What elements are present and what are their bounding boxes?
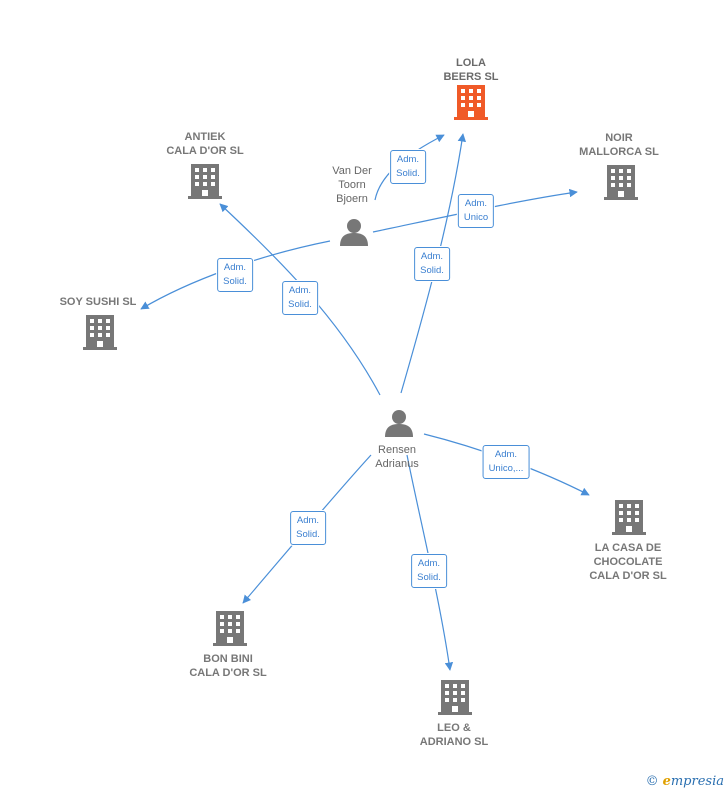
building-icon-leo[interactable] xyxy=(438,680,472,715)
edge-label-rensen-to-antiek[interactable]: Adm. Solid. xyxy=(282,281,318,315)
edge-label-vandertoorn-to-lola[interactable]: Adm. Solid. xyxy=(390,150,426,184)
node-label-leo[interactable]: LEO & ADRIANO SL xyxy=(419,722,489,748)
brand-name: mpresia xyxy=(670,774,724,789)
building-icon-soy[interactable] xyxy=(83,315,117,350)
node-label-lola[interactable]: LOLA BEERS SL xyxy=(443,57,499,83)
node-label-chocolate[interactable]: LA CASA DE CHOCOLATE CALA D'OR SL xyxy=(589,542,667,582)
building-icon-lola[interactable] xyxy=(454,85,488,120)
empresia-brand[interactable]: ©empresia xyxy=(646,774,724,789)
node-label-vandertoorn[interactable]: Van Der Toorn Bjoern xyxy=(332,165,372,205)
edge-label-rensen-to-leo[interactable]: Adm. Solid. xyxy=(411,554,447,588)
building-icon-bonbini[interactable] xyxy=(213,611,247,646)
node-label-noir[interactable]: NOIR MALLORCA SL xyxy=(579,132,659,158)
node-label-antiek[interactable]: ANTIEK CALA D'OR SL xyxy=(166,131,244,157)
edge-label-rensen-to-lola[interactable]: Adm. Solid. xyxy=(414,247,450,281)
building-icon-chocolate[interactable] xyxy=(612,500,646,535)
copyright-symbol: © xyxy=(645,774,659,789)
edge-label-rensen-to-bonbini[interactable]: Adm. Solid. xyxy=(290,511,326,545)
edge-label-rensen-to-chocolate[interactable]: Adm. Unico,... xyxy=(482,445,530,479)
edge-label-vandertoorn-to-noir[interactable]: Adm. Unico xyxy=(457,194,495,228)
node-label-soy[interactable]: SOY SUSHI SL xyxy=(59,296,137,308)
node-label-rensen[interactable]: Rensen Adrianus xyxy=(375,444,419,470)
building-icon-antiek[interactable] xyxy=(188,164,222,199)
brand-initial: e xyxy=(662,774,671,789)
person-icon-rensen[interactable] xyxy=(385,410,413,437)
node-label-bonbini[interactable]: BON BINI CALA D'OR SL xyxy=(189,653,267,679)
person-icon-vandertoorn[interactable] xyxy=(340,219,368,246)
building-icon-noir[interactable] xyxy=(604,165,638,200)
edge-label-vandertoorn-to-soy[interactable]: Adm. Solid. xyxy=(217,258,253,292)
